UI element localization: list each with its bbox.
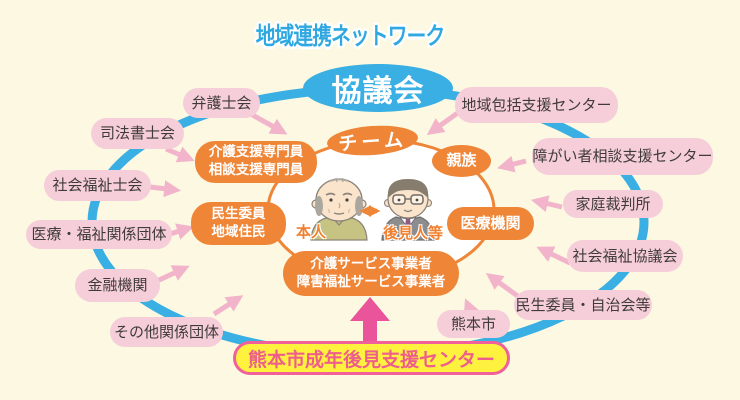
council-label: 協議会	[331, 74, 425, 109]
node-label: 社会福祉士会	[52, 176, 143, 194]
arrow-sonota	[212, 295, 244, 317]
node-label-line2: 障害福祉サービス事業者	[296, 273, 446, 290]
node-label: 親族	[446, 151, 477, 170]
support-center-box: 熊本市成年後見支援センター	[233, 341, 510, 375]
arrow-minseijichikai	[485, 273, 521, 300]
node-kateisaibansho: 家庭裁判所	[563, 190, 663, 218]
node-label: 民生委員・自治会等	[515, 295, 651, 314]
node-label-line1: 介護サービス事業者	[310, 255, 432, 272]
node-label-line1: 民生委員	[211, 205, 266, 222]
node-label: 司法書士会	[99, 124, 175, 142]
node-shinzoku: 親族	[432, 145, 491, 177]
node-sonota: その他関係団体	[110, 317, 223, 347]
node-label: 医療機関	[460, 213, 521, 232]
guardian-label: 後見人等	[383, 224, 444, 242]
node-shakaifukushishikai: 社会福祉士会	[44, 170, 151, 201]
arrow-iryofukushi	[169, 223, 194, 240]
team-label: チーム	[337, 128, 408, 156]
node-minsei-jumin: 民生委員 地域住民	[191, 202, 286, 245]
arrow-chiikihokatsu	[426, 109, 461, 135]
diagram-title: 地域連携ネットワーク	[255, 22, 445, 50]
node-label: 障がい者相談支援センター	[532, 147, 713, 165]
node-shihoshoshikai: 司法書士会	[91, 118, 184, 149]
node-chiikihokatsu: 地域包括支援センター	[455, 87, 618, 123]
node-minseijichikai: 民生委員・自治会等	[514, 290, 652, 320]
node-bengoshikai: 弁護士会	[183, 88, 260, 118]
guardian-figure	[381, 179, 435, 241]
node-service-jigyosha: 介護サービス事業者 障害福祉サービス事業者	[283, 251, 459, 296]
node-care-support: 介護支援専門員 相談支援専門員	[195, 141, 317, 183]
person-label: 本人	[296, 223, 327, 241]
node-iryofukushi: 医療・福祉関係団体	[26, 220, 172, 249]
arrow-shakyo	[536, 246, 572, 266]
arrow-shihoshoshikai	[165, 146, 195, 163]
node-label: 社会福祉協議会	[572, 246, 678, 265]
support-center-arrow	[350, 297, 390, 341]
node-kumamotoshi: 熊本市	[437, 310, 510, 338]
node-label: 弁護士会	[191, 93, 252, 112]
node-label: 医療・福祉関係団体	[31, 225, 167, 243]
node-shogaisha: 障がい者相談支援センター	[532, 138, 713, 175]
node-label-line1: 介護支援専門員	[208, 144, 304, 161]
arrow-kateisaibansho	[531, 195, 563, 212]
node-label: 家庭裁判所	[575, 194, 651, 213]
node-label: 地域包括支援センター	[461, 95, 612, 114]
council-bubble: 協議会	[303, 64, 453, 112]
node-label-line2: 相談支援専門員	[208, 162, 304, 178]
node-label: 金融機関	[87, 276, 148, 294]
support-center-label: 熊本市成年後見支援センター	[247, 348, 495, 371]
node-kinyukikan: 金融機関	[75, 269, 160, 302]
node-label: 熊本市	[450, 314, 496, 333]
arrow-kinyukikan	[155, 265, 190, 284]
arrow-shogaisha	[497, 155, 527, 173]
node-shakyo: 社会福祉協議会	[567, 240, 683, 272]
node-label: その他関係団体	[113, 322, 219, 341]
node-label-line2: 地域住民	[211, 223, 266, 240]
node-iryokikan: 医療機関	[447, 207, 534, 240]
